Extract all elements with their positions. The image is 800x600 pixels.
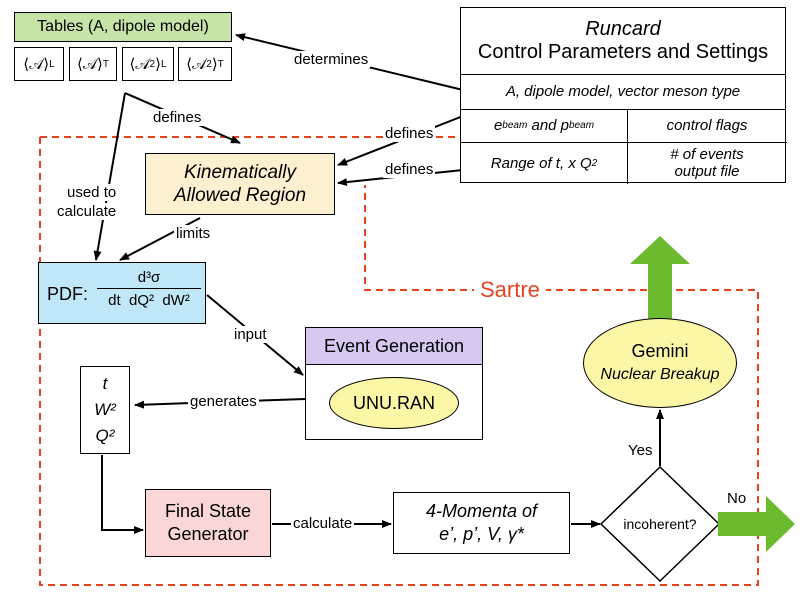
green-arrow-right: [718, 496, 795, 552]
label-calculate-2: calculate: [291, 515, 355, 532]
table-cell-a-l: ⟨𝒜⟩L: [14, 47, 64, 81]
label-defines-low: defines: [383, 161, 436, 178]
label-defines-top: defines: [151, 109, 204, 126]
unuran-ellipse: UNU.RAN: [329, 377, 459, 429]
four-momenta-box: 4-Momenta of e’, p’, V, γ*: [393, 492, 570, 554]
gemini-ellipse: Gemini Nuclear Breakup: [583, 318, 737, 408]
table-cell-a-t: ⟨𝒜⟩T: [69, 47, 117, 81]
pdf-box: PDF: d³σ dt dQ² dW²: [38, 262, 206, 324]
var-q2: Q²: [95, 426, 115, 445]
decision-diamond: [599, 465, 721, 583]
pdf-fraction: d³σ dt dQ² dW²: [97, 269, 201, 309]
runcard-subtitle: Control Parameters and Settings: [477, 41, 769, 63]
event-generation-box: Event Generation UNU.RAN: [305, 327, 483, 440]
runcard-row-1: A, dipole model, vector meson type: [461, 74, 785, 110]
pdf-prefix: PDF:: [47, 284, 89, 304]
sartre-label: Sartre: [474, 277, 546, 303]
label-yes: Yes: [628, 442, 653, 459]
var-t: t: [102, 374, 108, 393]
gemini-title: Gemini: [631, 341, 689, 361]
green-arrow-up: [630, 236, 690, 320]
label-determines: determines: [292, 51, 371, 68]
tables-title: Tables (A, dipole model): [37, 18, 209, 35]
runcard-events: # of events output file: [670, 146, 744, 180]
label-limits: limits: [174, 225, 213, 242]
decision-label: incoherent?: [623, 516, 697, 532]
final-state-generator-box: Final State Generator: [145, 489, 271, 557]
runcard-box: Runcard Control Parameters and Settings …: [460, 7, 787, 184]
label-calculate-1: calculate: [57, 203, 117, 220]
var-w2: W²: [94, 400, 116, 419]
arrow-used-to-calculate: [93, 92, 126, 261]
label-used-to: used to: [67, 184, 117, 201]
runcard-flags: control flags: [627, 109, 787, 143]
label-defines-mid: defines: [383, 125, 436, 142]
tables-header: Tables (A, dipole model): [14, 12, 232, 42]
label-input: input: [232, 326, 269, 343]
kinematic-region-box: Kinematically Allowed Region: [145, 153, 335, 215]
label-generates: generates: [188, 393, 259, 410]
event-generation-header: Event Generation: [306, 328, 482, 365]
arrow-vars-to-final: [101, 455, 144, 534]
runcard-header: Runcard Control Parameters and Settings: [461, 8, 785, 75]
variables-box: t W² Q²: [80, 366, 130, 454]
label-no: No: [727, 490, 747, 507]
gemini-subtitle: Nuclear Breakup: [600, 366, 720, 383]
runcard-title: Runcard: [585, 18, 661, 40]
